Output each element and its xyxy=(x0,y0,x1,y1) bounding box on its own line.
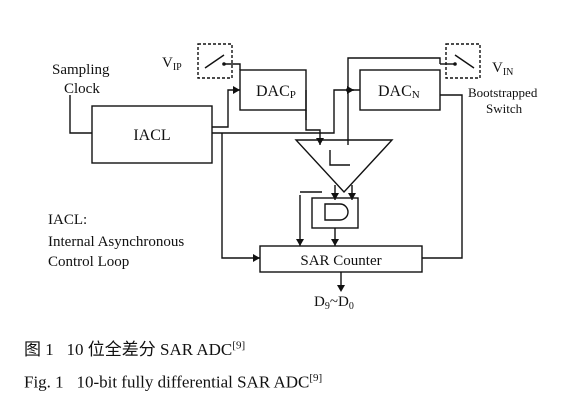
caption-chinese: 图 1 10 位全差分 SAR ADC[9] xyxy=(24,335,245,360)
comparator-internal xyxy=(329,150,350,166)
dacn-top-node-wire xyxy=(347,57,441,90)
caption-zh-prefix: 图 1 xyxy=(24,340,54,359)
caption-en-ref: [9] xyxy=(309,372,323,384)
caption-en-prefix: Fig. 1 xyxy=(24,372,64,392)
iacl-block xyxy=(91,105,213,164)
caption-english: Fig. 1 10-bit fully differential SAR ADC… xyxy=(24,372,322,393)
comparator xyxy=(294,139,394,194)
vip-label: VIP xyxy=(162,55,182,73)
bootstrapped-label-1: Bootstrapped xyxy=(468,85,538,100)
ready-logic-box xyxy=(311,197,359,229)
iacl-block-label: IACL xyxy=(133,127,170,144)
iacl-to-dacp-wire xyxy=(212,89,240,128)
sampling-clock-label-2: Clock xyxy=(64,81,100,97)
arrow-cmp-in xyxy=(316,138,324,145)
arrow-sar-top xyxy=(331,239,339,246)
arrow-sar-in xyxy=(253,254,260,262)
switch-dot-vip xyxy=(222,62,226,66)
arrow-logic-in-left xyxy=(331,193,339,200)
arrow-feedback xyxy=(296,239,304,246)
sar-adc-diagram: Sampling Clock IACL DACP DACN VIP VIN Bo… xyxy=(48,43,538,312)
dacp-label: DACP xyxy=(256,83,296,101)
output-bits-label: D9~D0 xyxy=(314,294,354,312)
arrow-output xyxy=(337,285,345,292)
sampling-clock-wire xyxy=(69,95,92,134)
iacl-desc-line-3: Control Loop xyxy=(48,254,129,270)
dacn-to-comparator-wire xyxy=(347,89,360,145)
bootstrapped-label-2: Switch xyxy=(486,101,523,116)
arrow-dacp-in xyxy=(233,86,240,94)
switch-dot-vin xyxy=(453,62,457,66)
arrow-dacn-in xyxy=(347,86,354,94)
sar-to-dacn-wire xyxy=(422,94,463,259)
iacl-to-sar-wire xyxy=(221,133,260,259)
arrow-logic-in-right xyxy=(348,193,356,200)
junction-dot xyxy=(346,88,350,92)
iacl-desc-line-1: IACL: xyxy=(48,212,87,228)
caption-zh-ref: [9] xyxy=(232,339,246,352)
iacl-desc-line-2: Internal Asynchronous xyxy=(48,234,184,250)
iacl-to-dacn-wire xyxy=(212,89,354,134)
dacp-to-comparator-wire xyxy=(305,90,321,145)
vin-switch-lever xyxy=(454,54,475,69)
vip-switch-output xyxy=(224,63,241,70)
caption-zh-text: 10 位全差分 SAR ADC xyxy=(66,340,233,359)
sar-counter-label: SAR Counter xyxy=(300,253,381,269)
vip-switch-lever xyxy=(204,54,225,69)
sampling-clock-label-1: Sampling xyxy=(52,62,110,78)
caption-en-text: 10-bit fully differential SAR ADC xyxy=(76,372,310,392)
vin-switch-box xyxy=(445,43,481,79)
nand-gate xyxy=(324,203,349,221)
dacn-label: DACN xyxy=(378,83,420,101)
vip-switch-box xyxy=(197,43,233,79)
vin-label: VIN xyxy=(492,60,513,78)
